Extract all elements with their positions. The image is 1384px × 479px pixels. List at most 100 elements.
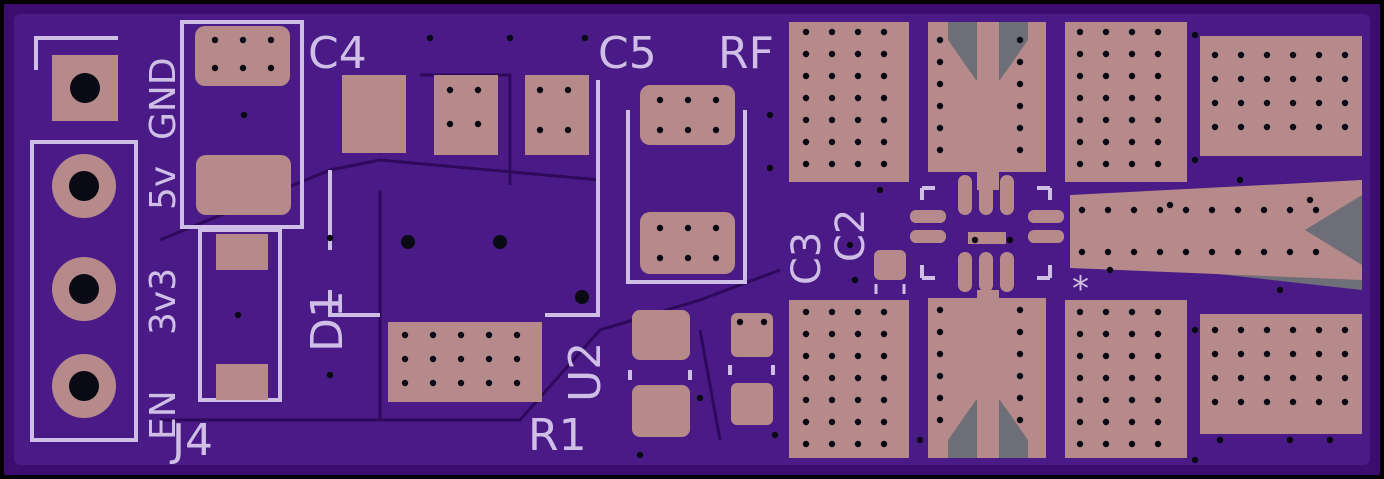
via	[846, 241, 854, 249]
via	[828, 330, 836, 338]
via	[1236, 176, 1244, 184]
c4-footprint	[180, 20, 304, 229]
via	[1263, 51, 1271, 59]
via	[234, 311, 242, 319]
via	[536, 86, 544, 94]
via	[880, 308, 888, 316]
via	[936, 102, 944, 110]
label-j4: J4	[169, 415, 213, 466]
via	[1106, 266, 1114, 274]
via	[828, 72, 836, 80]
via	[1237, 51, 1245, 59]
via	[1016, 124, 1024, 132]
via	[1102, 116, 1110, 124]
via	[429, 379, 437, 387]
d1-footprint	[198, 228, 380, 402]
via	[1341, 99, 1349, 107]
via	[1128, 50, 1136, 58]
via	[1154, 352, 1162, 360]
c5-footprint	[626, 85, 747, 284]
via	[712, 224, 720, 232]
via	[1154, 396, 1162, 404]
via	[936, 416, 944, 424]
via	[457, 379, 465, 387]
via	[506, 34, 514, 42]
via	[854, 352, 862, 360]
via	[1211, 350, 1219, 358]
c2-c3-footprint	[874, 250, 906, 294]
via	[1166, 201, 1174, 209]
via	[1154, 116, 1162, 124]
via	[1191, 156, 1199, 164]
via	[474, 120, 482, 128]
via	[828, 160, 836, 168]
via	[1016, 146, 1024, 154]
via	[828, 418, 836, 426]
via	[854, 330, 862, 338]
via	[880, 50, 888, 58]
via	[1315, 123, 1323, 131]
silkscreen-labels: C4 C5 RF GND 5v 3v3 EN J4 D1 U2 R1 C3 C2…	[143, 28, 1089, 466]
via	[1154, 28, 1162, 36]
via	[1191, 31, 1199, 39]
via	[828, 374, 836, 382]
via	[854, 396, 862, 404]
via	[936, 350, 944, 358]
via	[1154, 374, 1162, 382]
via	[1104, 248, 1112, 256]
via	[656, 96, 664, 104]
via	[1315, 75, 1323, 83]
via	[1191, 326, 1199, 334]
label-pin1: *	[1072, 269, 1089, 309]
via	[1102, 72, 1110, 80]
via	[802, 374, 810, 382]
via	[1237, 75, 1245, 83]
via	[1211, 51, 1219, 59]
via	[1182, 248, 1190, 256]
via	[1128, 72, 1136, 80]
via	[564, 86, 572, 94]
via	[429, 355, 437, 363]
via	[1102, 160, 1110, 168]
via	[936, 124, 944, 132]
via	[536, 126, 544, 134]
label-3v3: 3v3	[143, 268, 184, 335]
qfn-ic-footprint	[910, 175, 1064, 292]
via	[880, 440, 888, 448]
via	[636, 451, 644, 459]
label-c4: C4	[308, 28, 367, 79]
via	[1154, 440, 1162, 448]
via	[802, 138, 810, 146]
via	[854, 28, 862, 36]
via	[1211, 326, 1219, 334]
via	[828, 352, 836, 360]
via	[1154, 72, 1162, 80]
via	[684, 96, 692, 104]
via	[1315, 51, 1323, 59]
via	[1128, 374, 1136, 382]
via	[1076, 440, 1084, 448]
via	[1154, 160, 1162, 168]
via	[1016, 394, 1024, 402]
via	[828, 94, 836, 102]
via	[684, 126, 692, 134]
via	[1128, 352, 1136, 360]
via	[766, 111, 774, 119]
via	[485, 355, 493, 363]
via	[1237, 350, 1245, 358]
via	[1016, 350, 1024, 358]
via	[326, 234, 334, 242]
via	[880, 138, 888, 146]
via	[828, 308, 836, 316]
via	[936, 80, 944, 88]
via	[1208, 206, 1216, 214]
via	[854, 116, 862, 124]
via	[211, 64, 219, 72]
via	[1006, 236, 1014, 244]
via	[1154, 418, 1162, 426]
vias	[211, 28, 1349, 464]
via	[1289, 51, 1297, 59]
via	[684, 254, 692, 262]
via	[1286, 248, 1294, 256]
